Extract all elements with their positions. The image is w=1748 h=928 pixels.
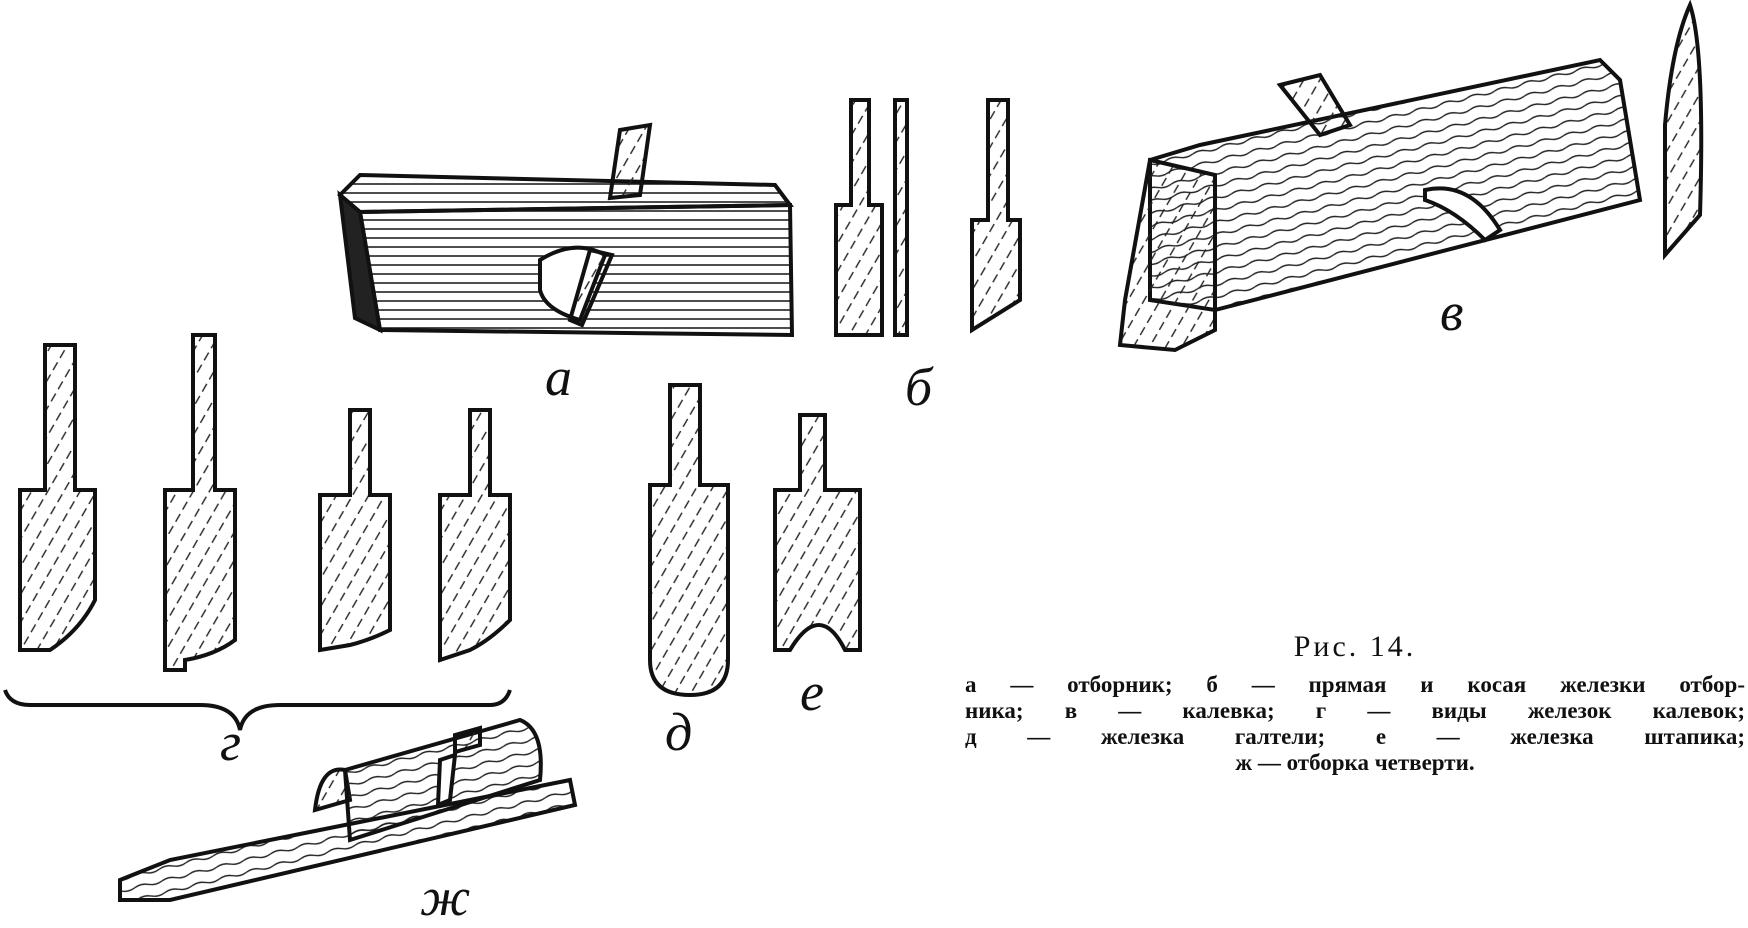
caption-line-1: а — отборник; б — прямая и косая железки… (965, 672, 1745, 697)
label-d: д (665, 702, 693, 762)
blade-e-drawing (773, 413, 862, 652)
plane-a-drawing (337, 122, 795, 338)
label-a: а (545, 347, 572, 407)
blades-g-drawing (3, 333, 512, 731)
caption-line-4: ж — отборка четверти. (1235, 750, 1475, 775)
blades-b-drawing (834, 98, 1022, 337)
label-g: г (220, 712, 242, 772)
label-e: е (800, 662, 824, 722)
label-b: б (905, 357, 933, 417)
blade-d-drawing (648, 383, 730, 698)
figure-caption: Рис. 14. а — отборник; б — прямая и коса… (965, 630, 1745, 776)
caption-line-3: д — железка галтели; е — железка штапика… (965, 724, 1745, 749)
label-zh: ж (420, 867, 471, 927)
moulding-plane-v-drawing (1117, 0, 1704, 353)
caption-title: Рис. 14. (1293, 630, 1417, 663)
rebate-plane-zh-drawing (118, 717, 578, 902)
label-v: в (1440, 282, 1464, 342)
caption-line-2: ника; в — калевка; г — виды железок кале… (965, 698, 1745, 723)
